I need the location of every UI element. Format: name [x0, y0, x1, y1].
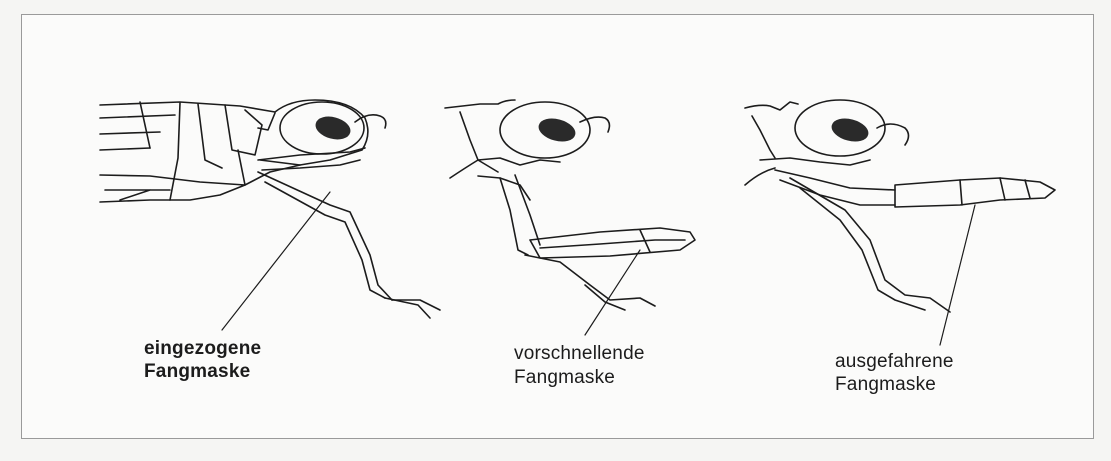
label-extending-line1: vorschnellende	[514, 342, 645, 366]
larva-extending-illustration	[445, 100, 695, 335]
label-extended-line1: ausgefahrene	[835, 350, 954, 374]
label-extended-line2: Fangmaske	[835, 373, 936, 397]
label-retracted-line1: eingezogene	[144, 337, 261, 361]
label-retracted-line2: Fangmaske	[144, 360, 250, 384]
larva-retracted-illustration	[100, 100, 440, 330]
label-extending-line2: Fangmaske	[514, 366, 615, 390]
larva-extended-illustration	[745, 100, 1055, 345]
